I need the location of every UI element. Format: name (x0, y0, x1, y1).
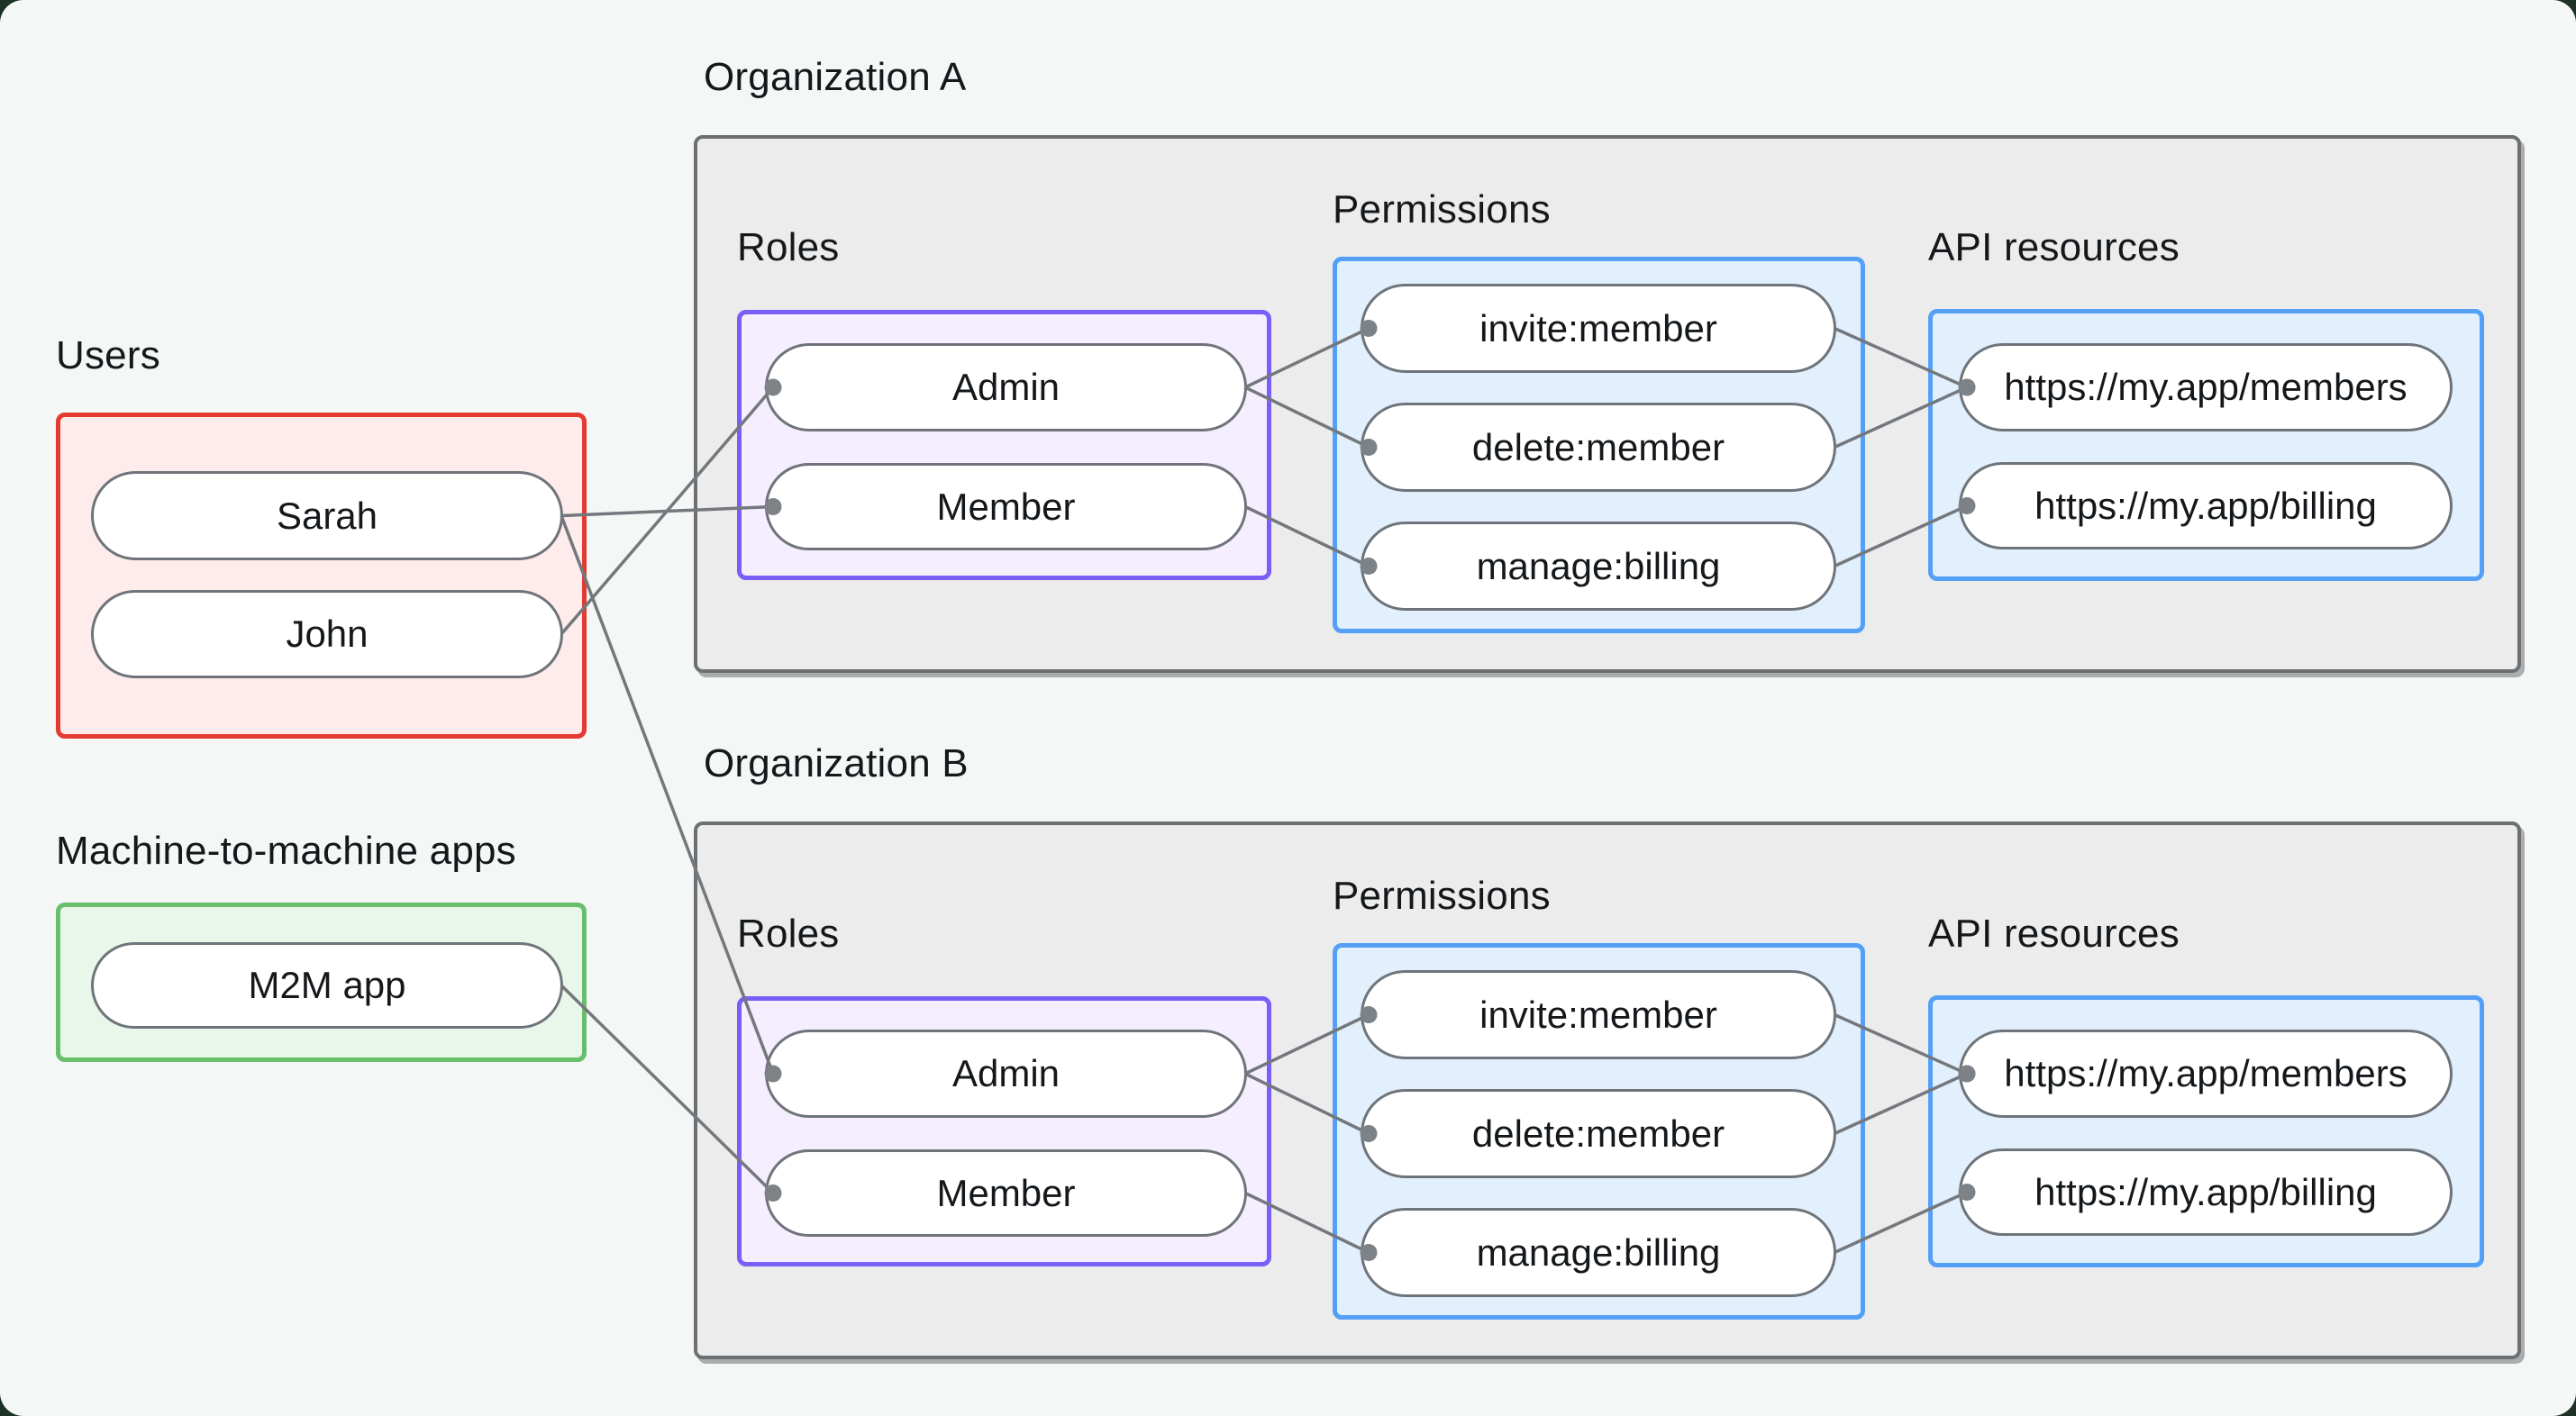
org-a-api-billing: https://my.app/billing (1959, 462, 2453, 549)
org-b-permission-manage-billing: manage:billing (1361, 1208, 1836, 1297)
org-a-permission-delete-member: delete:member (1361, 403, 1836, 492)
org-a-role-member: Member (765, 463, 1247, 550)
users-group-label: Users (56, 333, 160, 377)
org-a-permissions-label: Permissions (1333, 187, 1551, 231)
org-a-api-resources-box: https://my.app/members https://my.app/bi… (1928, 309, 2484, 581)
org-b-api-resources-box: https://my.app/members https://my.app/bi… (1928, 995, 2484, 1267)
org-a-permission-invite-member: invite:member (1361, 284, 1836, 373)
org-b-role-member: Member (765, 1149, 1247, 1237)
org-a-role-admin: Admin (765, 343, 1247, 431)
user-node-sarah: Sarah (91, 471, 563, 560)
user-node-john: John (91, 590, 563, 678)
m2m-group-label: Machine-to-machine apps (56, 829, 516, 873)
users-group-box: Sarah John (56, 413, 587, 739)
org-a-permissions-box: invite:member delete:member manage:billi… (1333, 257, 1865, 633)
org-b-permission-invite-member: invite:member (1361, 970, 1836, 1059)
org-a-roles-label: Roles (737, 225, 840, 269)
m2m-app-node: M2M app (91, 942, 563, 1029)
org-b-api-resources-label: API resources (1928, 912, 2180, 956)
org-a-api-members: https://my.app/members (1959, 343, 2453, 431)
org-b-roles-box: Admin Member (737, 996, 1271, 1266)
org-b-roles-label: Roles (737, 912, 840, 956)
org-b-api-billing: https://my.app/billing (1959, 1148, 2453, 1236)
org-a-roles-box: Admin Member (737, 310, 1271, 580)
org-a-api-resources-label: API resources (1928, 225, 2180, 269)
m2m-group-box: M2M app (56, 903, 587, 1062)
org-b-permissions-label: Permissions (1333, 874, 1551, 918)
org-a-permission-manage-billing: manage:billing (1361, 522, 1836, 611)
org-b-permission-delete-member: delete:member (1361, 1089, 1836, 1178)
org-b-role-admin: Admin (765, 1030, 1247, 1118)
org-b-permissions-box: invite:member delete:member manage:billi… (1333, 943, 1865, 1320)
org-b-api-members: https://my.app/members (1959, 1030, 2453, 1118)
org-b-label: Organization B (704, 741, 969, 785)
org-a-label: Organization A (704, 55, 967, 99)
